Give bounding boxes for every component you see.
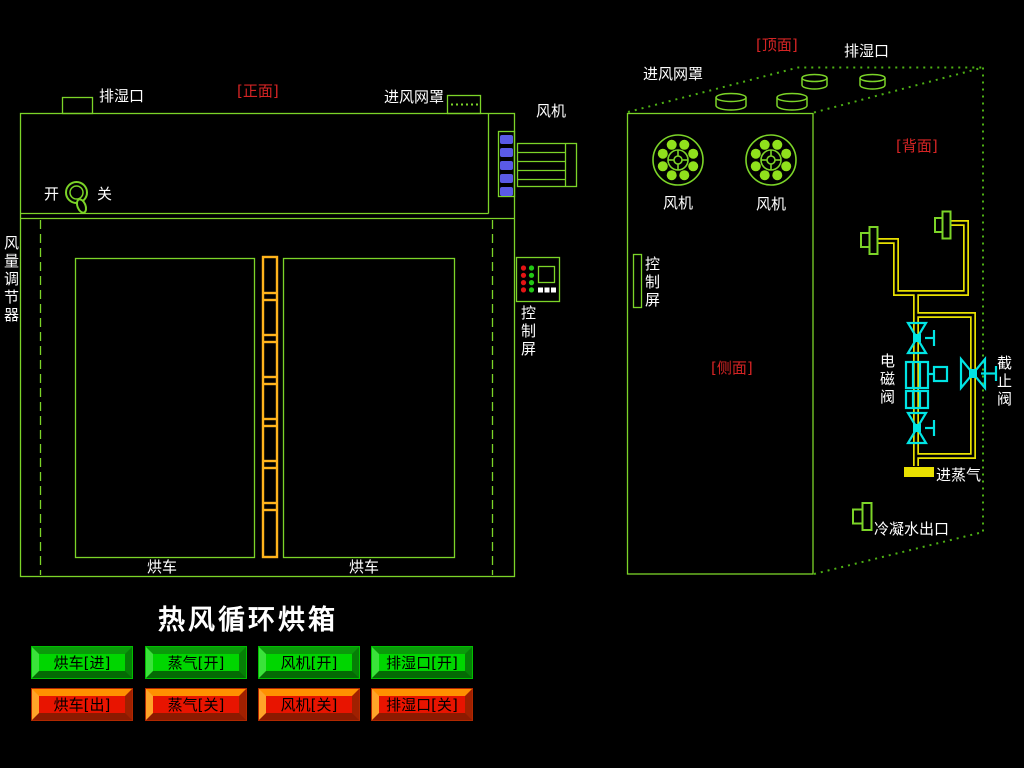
condensate-outlet-label: 冷凝水出口 xyxy=(874,520,950,538)
exhaust-open-button[interactable]: 排湿口[开] xyxy=(372,647,472,678)
control-panel-icon xyxy=(515,256,561,303)
exhaust-close-button[interactable]: 排湿口[关] xyxy=(372,689,472,720)
solenoid-valve-label: 电磁阀 xyxy=(880,352,896,406)
front-exhaust-label: 排湿口 xyxy=(99,87,145,105)
iso-control-screen-label: 控制屏 xyxy=(645,255,661,309)
iso-back-tag: [背面] xyxy=(896,137,938,155)
iso-exhaust-label: 排湿口 xyxy=(844,42,890,60)
steam-inlet-label: 进蒸气 xyxy=(936,466,982,484)
nozzle-fitting-icon xyxy=(934,210,952,240)
stop-valve-icon xyxy=(959,355,998,392)
pipe-fittings xyxy=(852,210,952,531)
fan-motor-icon xyxy=(516,142,578,188)
iso-fan-right-label: 风机 xyxy=(756,195,787,213)
cart-left-label: 烘车 xyxy=(147,558,178,576)
vent-cylinder-icon xyxy=(801,73,828,90)
vent-cylinder-icon xyxy=(715,92,747,111)
front-control-screen-label: 控制屏 xyxy=(521,304,537,358)
inlet-mesh-box xyxy=(446,94,482,115)
fan-on-button[interactable]: 风机[开] xyxy=(259,647,359,678)
iso-hidden-edges xyxy=(627,66,984,575)
front-fan-label: 风机 xyxy=(536,102,567,120)
valve-assembly xyxy=(904,321,998,445)
cart-right-label: 烘车 xyxy=(349,558,380,576)
roof-vent-cylinders xyxy=(715,73,886,111)
steam-piping xyxy=(877,220,976,477)
iso-view-drawing xyxy=(626,66,998,575)
right-door-panel xyxy=(282,257,456,559)
fan-impeller-icon xyxy=(745,134,797,186)
air-regulator-label: 风量调节器 xyxy=(4,234,20,324)
front-inlet-mesh-label: 进风网罩 xyxy=(384,88,445,106)
vent-cylinder-icon xyxy=(859,73,886,90)
panel-red-leds xyxy=(520,265,527,293)
fan-off-button[interactable]: 风机[关] xyxy=(259,689,359,720)
steam-inlet-flange xyxy=(904,467,934,477)
fan-impeller-icon xyxy=(652,134,704,186)
iso-inlet-mesh-label: 进风网罩 xyxy=(643,65,704,83)
nozzle-fitting-icon xyxy=(860,226,879,255)
front-view-tag: [正面] xyxy=(237,82,279,100)
front-view-drawing xyxy=(19,94,578,578)
steam-off-button[interactable]: 蒸气[关] xyxy=(146,689,246,720)
left-door-panel xyxy=(74,257,256,559)
vent-cylinder-icon xyxy=(776,92,808,111)
iso-side-tag: [侧面] xyxy=(711,359,753,377)
blower-grille-icon xyxy=(497,130,516,198)
power-knob-icon[interactable] xyxy=(65,181,88,214)
solenoid-valve-icon xyxy=(904,360,949,410)
iso-side-face xyxy=(626,112,814,575)
iso-control-screen-strip xyxy=(632,253,643,309)
page-title: 热风循环烘箱 xyxy=(158,605,338,636)
panel-green-leds xyxy=(528,265,535,293)
switch-on-label: 开 xyxy=(44,185,60,203)
butterfly-valve-icon xyxy=(906,321,936,355)
condensate-fitting-icon xyxy=(852,502,873,531)
panel-buttons xyxy=(538,287,556,293)
butterfly-valve-icon xyxy=(906,411,936,445)
iso-fan-left-label: 风机 xyxy=(663,194,694,212)
door-hinge-strip xyxy=(261,255,279,559)
cart-out-button[interactable]: 烘车[出] xyxy=(32,689,132,720)
stop-valve-label: 截止阀 xyxy=(997,354,1013,408)
cart-in-button[interactable]: 烘车[进] xyxy=(32,647,132,678)
iso-top-tag: [顶面] xyxy=(756,36,798,54)
exhaust-port-stub xyxy=(61,96,94,115)
steam-on-button[interactable]: 蒸气[开] xyxy=(146,647,246,678)
oven-body-outline xyxy=(19,112,516,578)
switch-off-label: 关 xyxy=(97,185,113,203)
